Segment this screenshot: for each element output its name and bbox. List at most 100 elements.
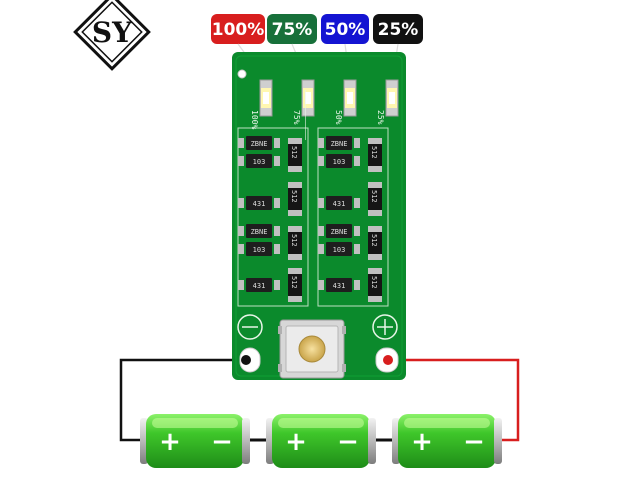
resistor-pad bbox=[368, 226, 382, 232]
smd-resistor bbox=[368, 274, 382, 296]
chip-pad bbox=[274, 244, 280, 254]
resistor-pad bbox=[288, 268, 302, 274]
indicator-badge-label: 100% bbox=[212, 20, 265, 40]
chip-marking: 431 bbox=[333, 200, 346, 208]
smd-resistor bbox=[288, 274, 302, 296]
resistor-pad bbox=[368, 254, 382, 260]
resistor-pad bbox=[368, 138, 382, 144]
pcb-board: 100%75%50%25% ZBNE103431ZBNE103431ZBNE10… bbox=[232, 52, 406, 380]
battery-highlight bbox=[152, 418, 238, 428]
smd-chip bbox=[326, 154, 352, 168]
resistor-marking: 512 bbox=[290, 234, 298, 247]
positive-wire bbox=[388, 358, 520, 442]
brand-logo bbox=[73, 0, 151, 71]
battery-terminal-cap bbox=[242, 418, 250, 464]
smd-chip bbox=[326, 224, 352, 238]
resistor-pad bbox=[288, 296, 302, 302]
chip-pad bbox=[274, 138, 280, 148]
smd-chip bbox=[246, 154, 272, 168]
indicator-badge bbox=[321, 14, 369, 44]
indicator-badge-label: 25% bbox=[378, 20, 419, 40]
smd-chip bbox=[326, 242, 352, 256]
smd-chip bbox=[246, 242, 272, 256]
chip-marking: 103 bbox=[333, 246, 346, 254]
chip-marking: 431 bbox=[253, 282, 266, 290]
chip-marking: 431 bbox=[253, 200, 266, 208]
smd-chip bbox=[326, 196, 352, 210]
smd-chip bbox=[246, 136, 272, 150]
chip-pad bbox=[318, 280, 324, 290]
led-highlight bbox=[347, 92, 353, 104]
chip-pad bbox=[354, 244, 360, 254]
battery-minus-sign: − bbox=[337, 427, 359, 457]
chip-pad bbox=[274, 280, 280, 290]
chip-pad bbox=[354, 226, 360, 236]
resistor-pad bbox=[288, 254, 302, 260]
chip-marking: ZBNE bbox=[331, 140, 348, 148]
indicator-badge bbox=[373, 14, 423, 44]
chip-pad bbox=[238, 226, 244, 236]
chip-pad bbox=[318, 138, 324, 148]
resistor-marking: 512 bbox=[290, 276, 298, 289]
negative-wire bbox=[119, 358, 246, 442]
chip-marking: 103 bbox=[253, 158, 266, 166]
resistor-pad bbox=[288, 226, 302, 232]
chip-pad bbox=[318, 156, 324, 166]
battery-minus-sign: − bbox=[463, 427, 485, 457]
smd-chip bbox=[246, 196, 272, 210]
chip-marking: ZBNE bbox=[251, 140, 268, 148]
resistor-marking: 512 bbox=[290, 146, 298, 159]
silkscreen-label: 100% bbox=[250, 110, 259, 129]
chip-pad bbox=[354, 280, 360, 290]
battery-plus-sign: + bbox=[285, 427, 307, 457]
battery-terminal-cap bbox=[368, 418, 376, 464]
chip-pad bbox=[238, 156, 244, 166]
chip-marking: 431 bbox=[333, 282, 346, 290]
battery-highlight bbox=[278, 418, 364, 428]
smd-resistor bbox=[368, 144, 382, 166]
battery-highlight bbox=[404, 418, 490, 428]
brand-logo-text: SY bbox=[92, 16, 133, 49]
indicator-badge-label: 50% bbox=[325, 20, 366, 40]
silkscreen-label: 50% bbox=[334, 110, 343, 125]
smd-chip bbox=[326, 278, 352, 292]
chip-pad bbox=[238, 138, 244, 148]
chip-marking: ZBNE bbox=[331, 228, 348, 236]
resistor-pad bbox=[288, 210, 302, 216]
chip-marking: 103 bbox=[253, 246, 266, 254]
resistor-pad bbox=[288, 166, 302, 172]
chip-pad bbox=[238, 244, 244, 254]
chip-pad bbox=[318, 244, 324, 254]
test-push-button[interactable] bbox=[278, 319, 346, 379]
positive-pad bbox=[372, 314, 399, 373]
smd-resistor bbox=[288, 232, 302, 254]
resistor-pad bbox=[368, 182, 382, 188]
chip-pad bbox=[274, 198, 280, 208]
led-highlight bbox=[389, 92, 395, 104]
chip-pad bbox=[318, 198, 324, 208]
smd-resistor bbox=[368, 188, 382, 210]
indicator-badge-label: 75% bbox=[272, 20, 313, 40]
smd-resistor bbox=[368, 232, 382, 254]
smd-chip bbox=[326, 136, 352, 150]
resistor-pad bbox=[368, 268, 382, 274]
resistor-pad bbox=[288, 138, 302, 144]
chip-pad bbox=[354, 156, 360, 166]
mount-hole bbox=[237, 69, 247, 79]
chip-pad bbox=[238, 198, 244, 208]
smd-chip bbox=[246, 224, 272, 238]
chip-pad bbox=[274, 226, 280, 236]
battery-plus-sign: + bbox=[411, 427, 433, 457]
chip-pad bbox=[354, 138, 360, 148]
chip-pad bbox=[238, 280, 244, 290]
silkscreen-label: 75% bbox=[292, 110, 301, 125]
smd-resistor bbox=[288, 144, 302, 166]
negative-pad bbox=[237, 314, 263, 373]
indicator-badge bbox=[267, 14, 317, 44]
chip-marking: 103 bbox=[333, 158, 346, 166]
smd-resistor bbox=[288, 188, 302, 210]
chip-pad bbox=[274, 156, 280, 166]
resistor-marking: 512 bbox=[370, 190, 378, 203]
chip-pad bbox=[318, 226, 324, 236]
resistor-pad bbox=[368, 296, 382, 302]
